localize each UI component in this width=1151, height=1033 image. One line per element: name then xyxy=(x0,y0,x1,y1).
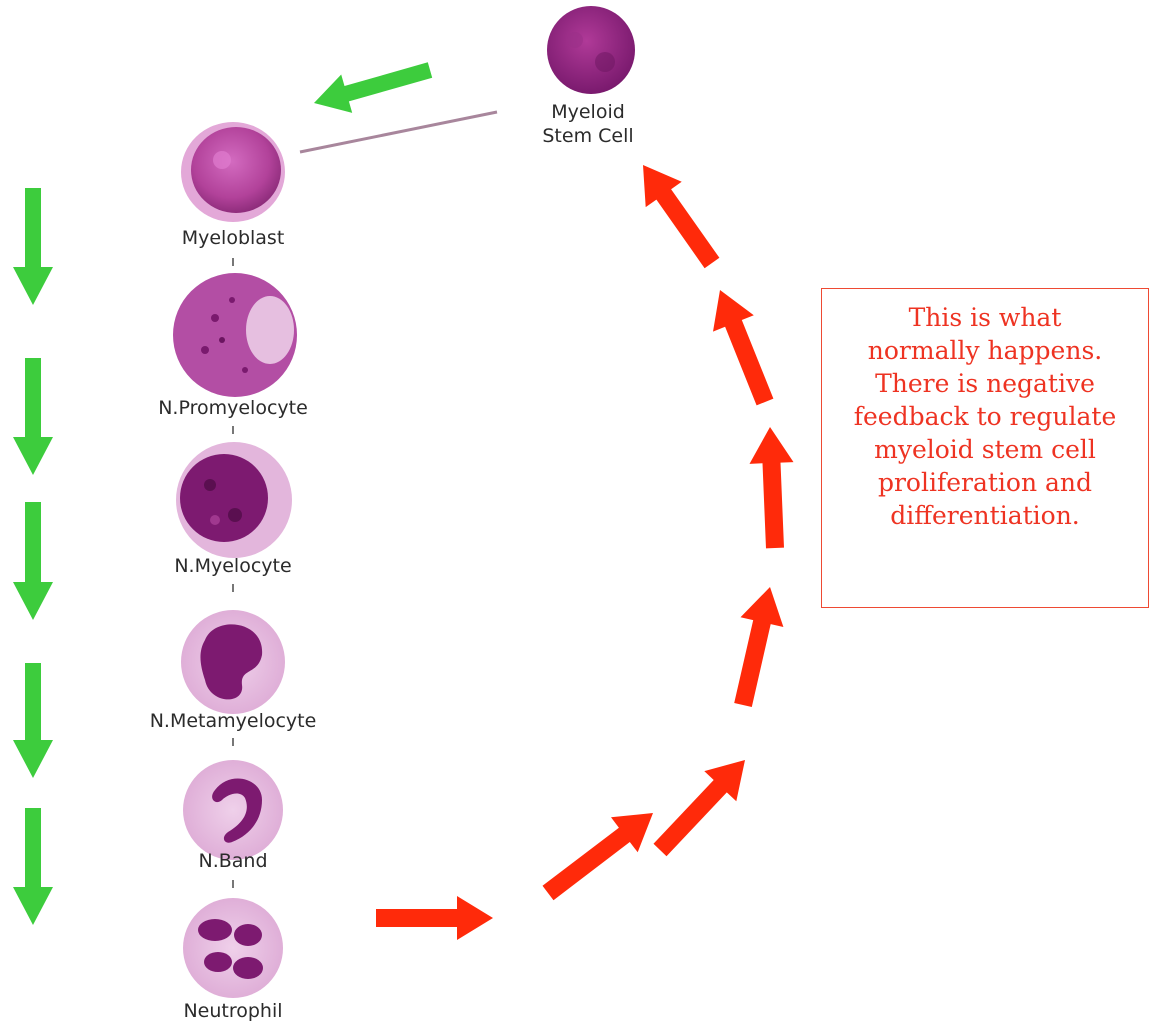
neutrophil-cell xyxy=(183,898,283,998)
promyelocyte-cell xyxy=(173,273,297,397)
differentiation-arrow xyxy=(13,808,53,925)
feedback-arrows xyxy=(376,165,794,940)
feedback-arrow xyxy=(713,290,773,405)
note-text: This is what normally happens. There is … xyxy=(822,301,1148,532)
note-line: myeloid stem cell xyxy=(822,433,1148,466)
stage-label-myelocyte: N.Myelocyte xyxy=(174,555,291,577)
stage-label-metamyelocyte: N.Metamyelocyte xyxy=(150,710,317,732)
note-line: feedback to regulate xyxy=(822,400,1148,433)
stem-cell-label-line1: Myeloid xyxy=(542,100,633,124)
stage-label-neutrophil: Neutrophil xyxy=(183,1000,282,1022)
differentiation-arrow xyxy=(314,62,432,113)
metamyelocyte-cell xyxy=(181,610,285,714)
differentiation-arrow xyxy=(13,502,53,620)
differentiation-arrow xyxy=(13,663,53,778)
note-box: This is what normally happens. There is … xyxy=(821,288,1149,608)
feedback-arrow xyxy=(654,760,746,856)
stem-cell-label: Myeloid Stem Cell xyxy=(542,100,633,148)
myeloid-stem-cell xyxy=(547,6,635,94)
feedback-arrow xyxy=(543,813,654,900)
stem-cell-label-line2: Stem Cell xyxy=(542,124,633,148)
myeloblast-cell xyxy=(181,122,285,222)
differentiation-arrow xyxy=(13,358,53,475)
feedback-arrow xyxy=(734,587,783,707)
connector-line xyxy=(300,112,497,152)
myelocyte-cell xyxy=(176,442,292,558)
feedback-arrow xyxy=(376,896,493,940)
stage-label-band: N.Band xyxy=(198,850,267,872)
stage-label-myeloblast: Myeloblast xyxy=(182,227,285,249)
note-line: This is what xyxy=(822,301,1148,334)
note-line: proliferation and xyxy=(822,466,1148,499)
note-line: There is negative xyxy=(822,367,1148,400)
stage-label-promyelocyte: N.Promyelocyte xyxy=(158,397,308,419)
feedback-arrow xyxy=(750,427,794,548)
feedback-arrow xyxy=(643,165,719,268)
note-line: differentiation. xyxy=(822,499,1148,532)
note-line: normally happens. xyxy=(822,334,1148,367)
band-cell xyxy=(183,760,283,860)
differentiation-arrow xyxy=(13,188,53,305)
